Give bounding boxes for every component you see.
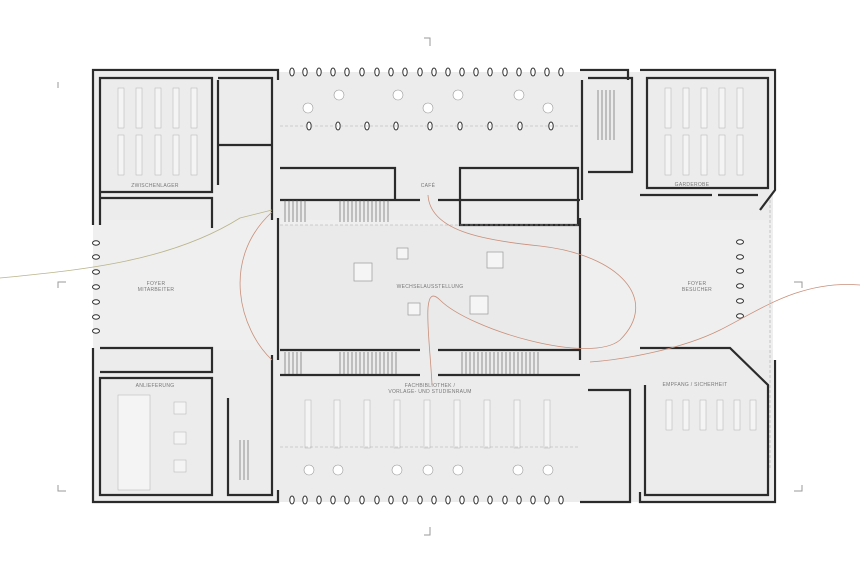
- room-label-fachbibliothek: FACHBIBLIOTHEK / VORLAGE- UND STUDIENRAU…: [388, 383, 471, 395]
- dashed-lines: [280, 125, 771, 470]
- walls: [91, 68, 777, 504]
- room-label-foyer-besucher: FOYER BESUCHER: [682, 281, 712, 293]
- stairs: [239, 90, 615, 480]
- label-line: MITARBEITER: [137, 287, 175, 293]
- label-line: BESUCHER: [681, 287, 713, 293]
- room-label-garderobe: GARDEROBE: [674, 182, 710, 188]
- room-label-anlieferung: ANLIEFERUNG: [135, 383, 175, 389]
- crop-marks: [57, 37, 803, 536]
- circulation-paths: [0, 194, 860, 386]
- room-label-foyer-mitarbeiter: FOYER MITARBEITER: [138, 281, 175, 293]
- room-label-cafe: CAFÉ: [420, 183, 436, 189]
- shelves: [117, 87, 757, 491]
- label-line: FOYER: [687, 281, 707, 287]
- tables: [302, 89, 554, 476]
- room-label-wechselausstellung: WECHSELAUSSTELLUNG: [396, 284, 464, 290]
- room-label-zwischenlager: ZWISCHENLAGER: [131, 183, 179, 189]
- label-line: FOYER: [146, 281, 166, 287]
- room-label-empfang: EMPFANG / SICHERHEIT: [662, 382, 728, 388]
- columns: [92, 67, 744, 505]
- label-line: VORLAGE- UND STUDIENRAUM: [388, 389, 472, 395]
- exhibition-plinths: [353, 247, 504, 316]
- label-line: FACHBIBLIOTHEK /: [404, 383, 456, 389]
